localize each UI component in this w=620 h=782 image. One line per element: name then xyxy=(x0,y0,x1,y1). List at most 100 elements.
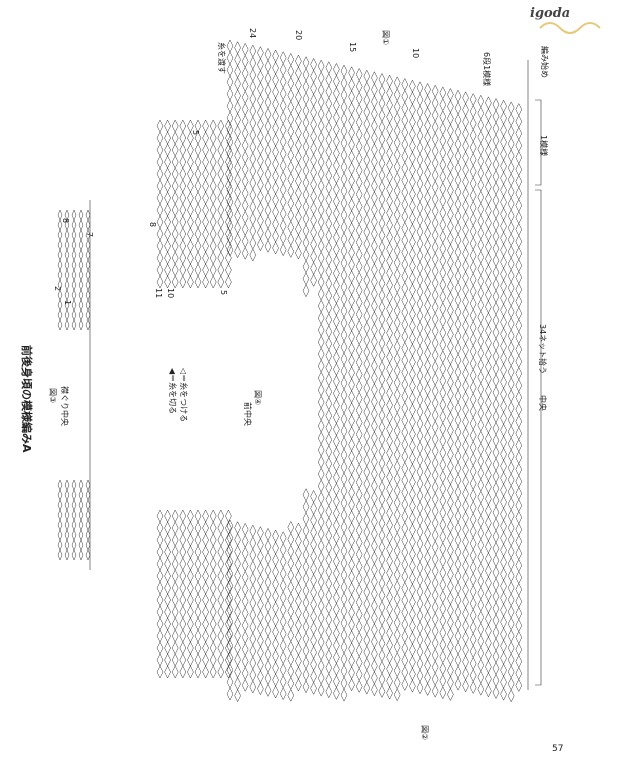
fig3-row-8: 8 xyxy=(61,218,70,224)
mesh-arch xyxy=(355,68,363,693)
mesh-column xyxy=(378,73,386,698)
mesh-arch xyxy=(507,101,515,702)
mesh-column xyxy=(477,95,485,696)
row-number-15: 15 xyxy=(348,42,357,53)
pass-yarn-label: 糸を渡す xyxy=(217,42,226,74)
side-mesh xyxy=(202,119,209,679)
mesh-arch xyxy=(424,83,431,696)
side-mesh xyxy=(225,119,232,679)
row-number-5a: 5 xyxy=(191,130,200,136)
mesh-column xyxy=(507,101,515,702)
row-number-20: 20 xyxy=(294,30,303,41)
mesh-column xyxy=(317,59,325,697)
mesh-arch xyxy=(249,44,257,694)
mesh-column xyxy=(355,68,363,693)
pattern-repeat-label: 1模様 xyxy=(539,135,548,157)
section-title: 前後身頃の模様編みA xyxy=(20,345,33,453)
figure-4-center: 前中央 xyxy=(243,402,252,426)
figure-2-label: 図② xyxy=(420,725,429,741)
fig3-mesh xyxy=(85,209,91,561)
fig3-mesh xyxy=(78,209,84,561)
side-mesh xyxy=(187,119,194,679)
mesh-arch xyxy=(279,51,287,700)
mesh-column xyxy=(340,64,348,702)
mesh-column xyxy=(234,41,241,702)
mesh-column xyxy=(393,76,401,701)
side-mesh xyxy=(194,119,202,679)
figure-1-label: 図① xyxy=(381,30,390,46)
mesh-arch xyxy=(317,59,325,697)
mesh-column xyxy=(348,66,355,691)
figure-3-center: 襟ぐり中央 xyxy=(60,386,69,426)
side-mesh xyxy=(209,119,217,679)
mesh-column xyxy=(424,83,431,696)
mesh-arch xyxy=(302,56,310,693)
side-mesh xyxy=(156,119,164,679)
mesh-column xyxy=(264,48,272,697)
fig3-mesh xyxy=(71,209,77,561)
mesh-column xyxy=(401,78,409,691)
row-number-5b: 5 xyxy=(219,290,228,296)
mesh-column xyxy=(272,49,279,699)
row-number-24: 24 xyxy=(248,28,257,39)
mesh-arch xyxy=(325,61,333,698)
mesh-column xyxy=(333,63,340,700)
mesh-arch xyxy=(348,66,355,691)
fig3-row-2: 2 xyxy=(53,286,62,292)
mesh-column xyxy=(302,56,310,693)
fig3-row-1: 1 xyxy=(63,300,72,306)
mesh-column xyxy=(500,100,507,701)
mesh-arch xyxy=(264,48,272,697)
row-number-8: 8 xyxy=(148,222,157,228)
mesh-column xyxy=(439,86,447,699)
side-mesh xyxy=(179,119,187,679)
mesh-column xyxy=(416,81,424,694)
mesh-column xyxy=(447,88,454,701)
mesh-arch xyxy=(393,76,401,701)
mesh-column xyxy=(431,85,439,698)
brand-logo: igoda xyxy=(530,6,571,21)
mesh-arch xyxy=(371,71,378,696)
mesh-arch xyxy=(477,95,485,696)
mesh-arch xyxy=(447,88,454,701)
mesh-arch xyxy=(340,64,348,702)
mesh-arch xyxy=(272,49,279,699)
mesh-column xyxy=(279,51,287,700)
page-number: 57 xyxy=(552,744,564,754)
mesh-arch xyxy=(492,98,500,699)
mesh-arch xyxy=(439,86,447,699)
side-mesh xyxy=(171,119,179,679)
mesh-column xyxy=(469,93,477,694)
brand-flourish xyxy=(539,22,601,34)
mesh-arch xyxy=(241,43,249,692)
mesh-arch xyxy=(409,80,416,693)
mesh-column xyxy=(287,53,295,702)
mesh-column xyxy=(454,90,462,691)
row-number-11: 11 xyxy=(154,288,163,299)
side-mesh xyxy=(164,119,171,679)
pattern-rows-label: 6段1模様 xyxy=(482,52,491,87)
mesh-arch xyxy=(386,75,393,700)
mesh-column xyxy=(325,61,333,698)
fig3-mesh xyxy=(64,209,70,561)
mesh-arch xyxy=(234,41,241,702)
mesh-arch xyxy=(257,46,264,695)
mesh-arch xyxy=(378,73,386,698)
repeat-bracket xyxy=(535,99,542,186)
mesh-column xyxy=(409,80,416,693)
mesh-arch xyxy=(226,39,234,701)
row-number-10b: 10 xyxy=(166,288,175,299)
mesh-arch xyxy=(333,63,340,700)
mesh-arch xyxy=(515,103,523,692)
mesh-arch xyxy=(416,81,424,694)
center-label: 中央 xyxy=(538,395,547,411)
figure-4-label: 図④ xyxy=(253,390,262,406)
mesh-column xyxy=(515,103,523,692)
mesh-column xyxy=(462,91,469,692)
center-count: 34ネット拾う xyxy=(538,324,547,375)
mesh-column xyxy=(226,39,234,701)
mesh-arch xyxy=(462,91,469,692)
mesh-arch xyxy=(485,96,492,697)
